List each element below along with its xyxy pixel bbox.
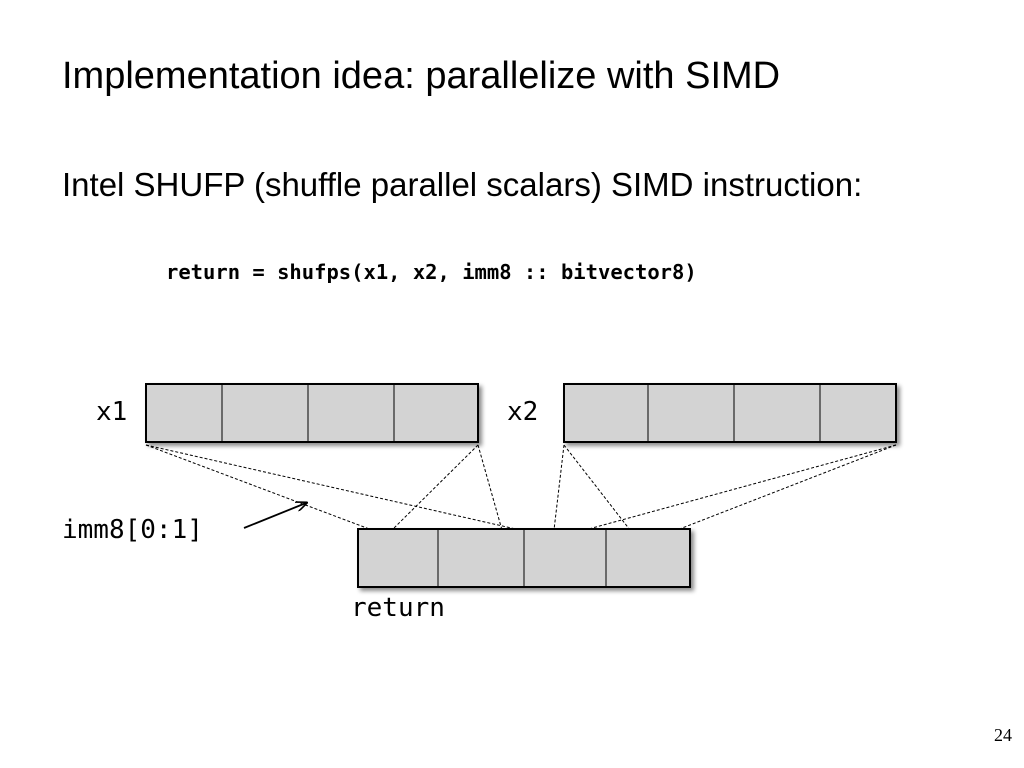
x2-register xyxy=(563,383,897,443)
x1-label: x1 xyxy=(96,397,128,427)
return-label: return xyxy=(351,593,445,623)
slide-title: Implementation idea: parallelize with SI… xyxy=(62,55,781,97)
imm8-label: imm8[0:1] xyxy=(62,515,203,545)
page-number: 24 xyxy=(994,725,1012,745)
code-line: return = shufps(x1, x2, imm8 :: bitvecto… xyxy=(166,260,697,284)
x2-label: x2 xyxy=(507,397,539,427)
x1-register xyxy=(145,383,479,443)
shuffle-lines xyxy=(145,444,897,531)
slide-subtitle: Intel SHUFP (shuffle parallel scalars) S… xyxy=(62,166,863,203)
return-register xyxy=(357,528,691,588)
imm8-arrow xyxy=(243,503,306,529)
